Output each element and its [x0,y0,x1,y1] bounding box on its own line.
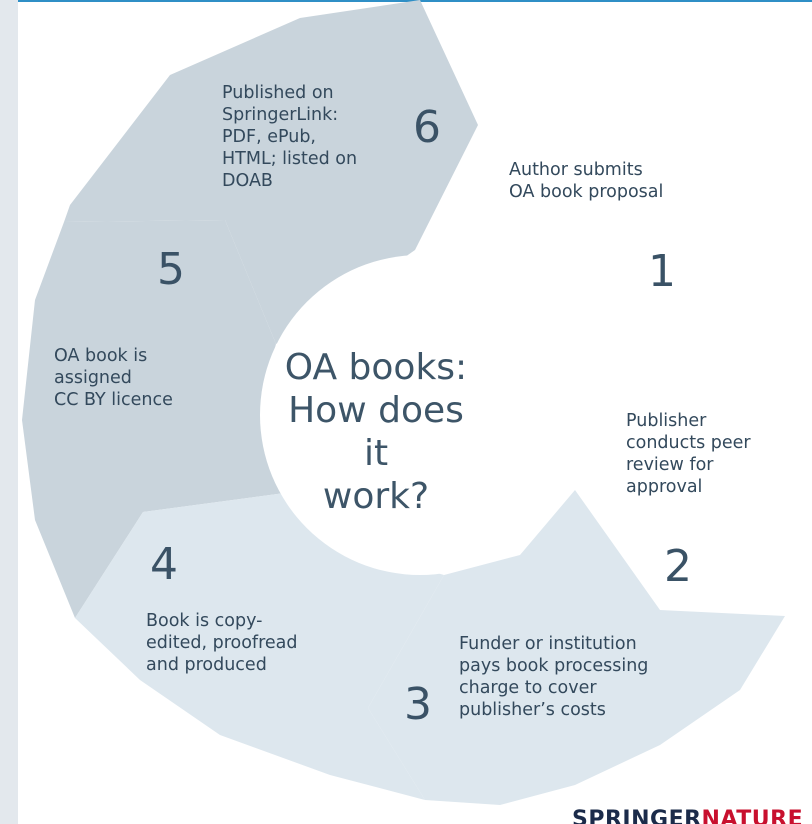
center-title-line: work? [322,476,430,517]
center-title-line: How does it [288,390,464,474]
stage-3-line: publisher’s costs [459,700,606,720]
stage-1-text: Author submits OA book proposal [509,159,663,203]
logo-word-nature: NATURE [701,807,804,824]
stage-2-line: conducts peer [626,433,751,453]
center-title: OA books: How does it work? [276,346,476,518]
stage-3-line: pays book processing [459,656,649,676]
stage-1-number: 1 [648,246,676,297]
stage-6-line: HTML; listed on [222,149,358,169]
segment-4 [75,492,444,800]
center-hub [260,255,580,575]
stage-6-number: 6 [413,102,441,153]
springer-nature-logo: SPRINGERNATURE [572,808,803,824]
segment-6 [64,0,478,344]
stage-5-number: 5 [157,244,185,295]
stage-2-number: 2 [664,541,692,592]
stage-5-line: CC BY licence [54,390,173,410]
stage-3-text: Funder or institution pays book processi… [459,633,648,721]
stage-6-line: Published on [222,83,334,103]
stage-4-line: Book is copy- [146,611,263,631]
logo-word-springer: SPRINGER [572,807,702,824]
stage-2-line: approval [626,477,703,497]
stage-4-text: Book is copy- edited, proofread and prod… [146,610,298,676]
stage-4-line: and produced [146,655,267,675]
center-title-line: OA books: [284,347,468,388]
stage-1-line: Author submits [509,160,643,180]
stage-6-line: PDF, ePub, [222,127,316,147]
stage-5-line: assigned [54,368,132,388]
segment-3 [368,490,785,805]
stage-2-line: review for [626,455,714,475]
stage-3-number: 3 [404,679,432,730]
left-margin-strip [0,0,18,824]
stage-2-line: Publisher [626,411,707,431]
stage-6-text: Published on SpringerLink: PDF, ePub, HT… [222,82,357,192]
stage-5-line: OA book is [54,346,148,366]
stage-2-text: Publisher conducts peer review for appro… [626,410,751,498]
stage-3-line: Funder or institution [459,634,637,654]
stage-6-line: DOAB [222,171,273,191]
stage-4-line: edited, proofread [146,633,298,653]
stage-4-number: 4 [150,539,178,590]
stage-5-text: OA book is assigned CC BY licence [54,345,173,411]
stage-6-line: SpringerLink: [222,105,339,125]
stage-3-line: charge to cover [459,678,597,698]
stage-1-line: OA book proposal [509,182,664,202]
segment-5 [22,220,292,618]
